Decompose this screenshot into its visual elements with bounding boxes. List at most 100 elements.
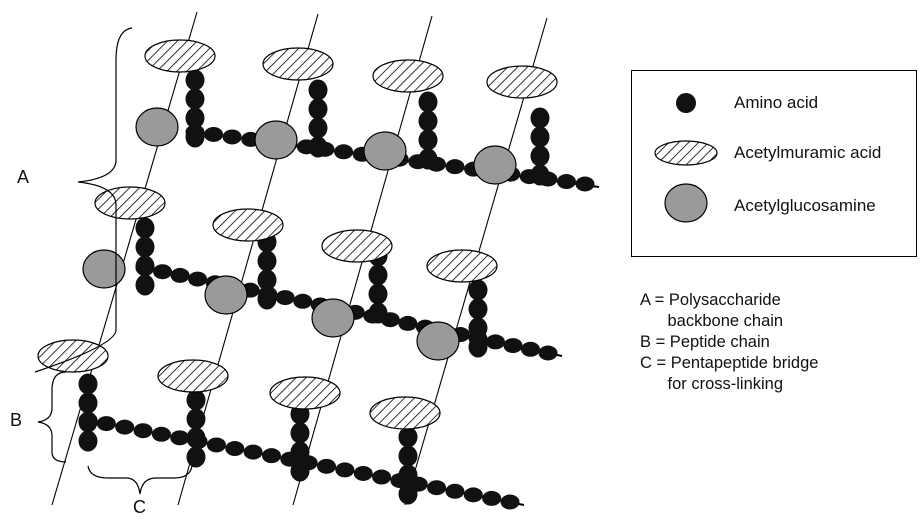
amino-acid xyxy=(372,469,392,485)
acetylglucosamine xyxy=(82,249,126,289)
amino-acid xyxy=(293,293,313,309)
amino-acid xyxy=(225,441,245,457)
abbreviation-key: A = Polysaccharide backbone chain B = Pe… xyxy=(640,290,818,395)
amino-acid xyxy=(519,169,539,185)
acetylglucosamine xyxy=(416,321,460,361)
amino-acid xyxy=(188,433,208,449)
amino-acid xyxy=(368,264,388,286)
acetylglucosamine xyxy=(473,145,517,185)
acetylglucosamine-icon xyxy=(664,183,708,223)
amino-acid xyxy=(257,269,277,291)
amino-acid xyxy=(398,315,418,331)
legend-item-acetylglucosamine: Acetylglucosamine xyxy=(632,183,918,223)
bracket-c xyxy=(87,465,193,495)
amino-acid xyxy=(556,174,576,190)
amino-acid xyxy=(206,437,226,453)
amino-acid xyxy=(538,345,558,361)
amino-acid xyxy=(186,408,206,430)
amino-acid xyxy=(115,419,135,435)
amino-acid xyxy=(135,274,155,296)
amino-acid xyxy=(243,444,263,460)
amino-acid xyxy=(485,334,505,350)
amino-acid xyxy=(463,487,483,503)
amino-acid xyxy=(185,88,205,110)
amino-acid xyxy=(78,412,98,428)
amino-acid xyxy=(520,341,540,357)
legend-item-acetylmuramic-acid: Acetylmuramic acid xyxy=(632,133,918,173)
amino-acid xyxy=(398,445,418,467)
amino-acid xyxy=(135,236,155,258)
amino-acid xyxy=(185,124,205,140)
amino-acid xyxy=(530,126,550,148)
amino-acid xyxy=(185,69,205,91)
amino-acid xyxy=(418,129,438,151)
amino-acid xyxy=(258,286,278,302)
amino-acid xyxy=(296,139,316,155)
amino-acid xyxy=(170,430,190,446)
amino-acid xyxy=(426,156,446,172)
peptide-chains xyxy=(78,69,600,510)
amino-acid xyxy=(408,476,428,492)
label-a: A xyxy=(17,167,30,187)
acetylmuramic-acid-icon xyxy=(654,140,718,166)
acetylmuramic-acid xyxy=(212,208,284,242)
key-c-line1: C = Pentapeptide bridge xyxy=(640,354,819,372)
amino-acid xyxy=(500,494,520,510)
amino-acid xyxy=(380,312,400,328)
amino-acid xyxy=(398,426,418,448)
amino-acid xyxy=(186,389,206,411)
amino-acid xyxy=(317,458,337,474)
amino-acid xyxy=(261,448,281,464)
amino-acid xyxy=(427,480,447,496)
amino-acid xyxy=(530,145,550,167)
amino-acid xyxy=(257,250,277,272)
amino-acid xyxy=(503,338,523,354)
legend-label-acetylglucosamine: Acetylglucosamine xyxy=(734,196,876,215)
label-b: B xyxy=(10,410,23,430)
amino-acid xyxy=(153,264,173,280)
amino-acid xyxy=(135,260,155,276)
amino-acid xyxy=(186,446,206,468)
amino-acid xyxy=(280,451,300,467)
amino-acid xyxy=(575,176,595,192)
acetylglucosamine xyxy=(311,298,355,338)
amino-acid xyxy=(222,129,242,145)
amino-acid xyxy=(151,426,171,442)
acetylmuramic-acid xyxy=(37,339,109,373)
amino-acid xyxy=(290,422,310,444)
amino-acid xyxy=(482,490,502,506)
amino-acid xyxy=(335,462,355,478)
amino-acid xyxy=(298,455,318,471)
amino-acid xyxy=(204,126,224,142)
legend: Amino acid Acetylmuramic acid Acetylgluc… xyxy=(631,70,917,257)
legend-label-acetylmuramic-acid: Acetylmuramic acid xyxy=(734,143,882,162)
key-a-line1: A = Polysaccharide xyxy=(640,291,781,309)
amino-acid xyxy=(275,290,295,306)
acetylmuramic-acid xyxy=(369,396,441,430)
amino-acid xyxy=(468,279,488,301)
amino-acid xyxy=(530,107,550,129)
acetylglucosamine xyxy=(254,120,298,160)
amino-acid xyxy=(418,91,438,113)
amino-acid xyxy=(538,171,558,187)
acetylmuramic-acid xyxy=(157,359,229,393)
acetylmuramic-acid xyxy=(144,39,216,73)
amino-acid xyxy=(418,110,438,132)
acetylmuramic-acid xyxy=(321,229,393,263)
amino-acid xyxy=(334,144,354,160)
amino-acid xyxy=(133,423,153,439)
amino-acid xyxy=(78,373,98,395)
bracket-a xyxy=(34,27,133,373)
acetylmuramic-acid xyxy=(426,249,498,283)
amino-acid xyxy=(185,107,205,129)
amino-acid xyxy=(445,483,465,499)
label-c: C xyxy=(133,497,146,517)
acetylmuramic-acid xyxy=(94,186,166,220)
amino-acid xyxy=(353,465,373,481)
acetylmuramic-acid xyxy=(486,65,558,99)
amino-acid xyxy=(315,141,335,157)
amino-acid xyxy=(390,473,410,489)
amino-acid xyxy=(170,267,190,283)
acetylglucosamine xyxy=(135,107,179,147)
